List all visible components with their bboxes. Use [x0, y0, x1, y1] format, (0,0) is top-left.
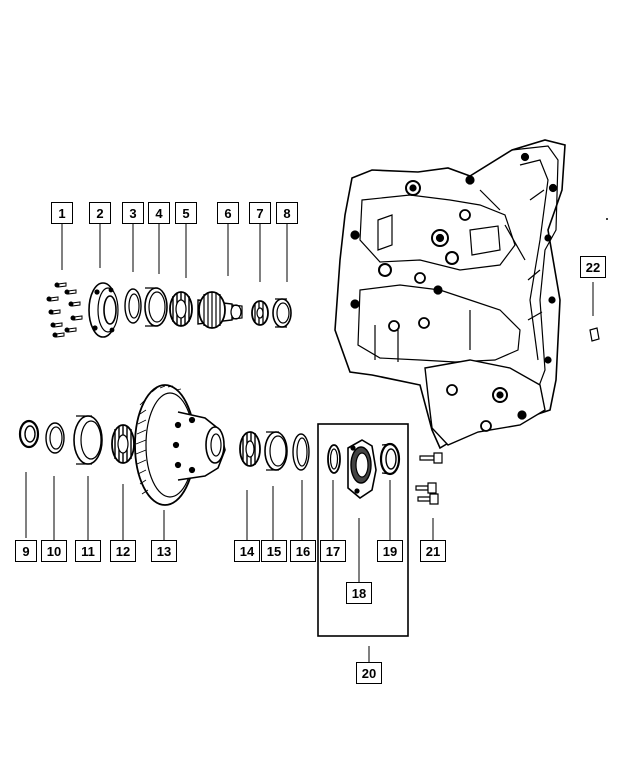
callout-12[interactable]: 12: [110, 540, 136, 562]
bearing-retainer-part-2: [88, 282, 119, 338]
seal-part-19: [379, 442, 401, 476]
bearing-cone-part-14: [239, 431, 261, 467]
extension-housing-part-18: [347, 439, 377, 499]
bearing-cup-part-8: [272, 298, 292, 328]
bolts-part-1: [46, 282, 83, 338]
callout-2[interactable]: 2: [89, 202, 111, 224]
plug-part-22: [589, 327, 600, 342]
callout-9[interactable]: 9: [15, 540, 37, 562]
bearing-cup-part-11: [73, 415, 103, 465]
bearing-cup-part-4: [144, 287, 168, 327]
callout-11[interactable]: 11: [75, 540, 101, 562]
callout-10[interactable]: 10: [41, 540, 67, 562]
leader-lines: [25, 222, 594, 662]
callout-8[interactable]: 8: [276, 202, 298, 224]
callout-6[interactable]: 6: [217, 202, 239, 224]
callout-4[interactable]: 4: [148, 202, 170, 224]
callout-7[interactable]: 7: [249, 202, 271, 224]
transfer-gear-shaft-part-6: [197, 291, 243, 329]
o-ring-part-17: [327, 444, 341, 474]
bearing-cup-part-15: [264, 431, 288, 471]
shim-part-10: [45, 422, 65, 454]
callout-15[interactable]: 15: [261, 540, 287, 562]
shim-part-16: [292, 433, 310, 471]
callout-21[interactable]: 21: [420, 540, 446, 562]
callout-17[interactable]: 17: [320, 540, 346, 562]
bearing-cone-part-12: [111, 424, 135, 464]
callout-3[interactable]: 3: [122, 202, 144, 224]
callout-19[interactable]: 19: [377, 540, 403, 562]
callout-18[interactable]: 18: [346, 582, 372, 604]
bearing-cone-part-7: [251, 300, 269, 326]
callout-5[interactable]: 5: [175, 202, 197, 224]
callout-16[interactable]: 16: [290, 540, 316, 562]
bearing-cone-part-5: [169, 291, 193, 327]
bolts-part-21: [415, 452, 443, 505]
callout-14[interactable]: 14: [234, 540, 260, 562]
shim-part-3: [124, 288, 142, 324]
seal-part-9: [18, 419, 40, 449]
callout-13[interactable]: 13: [151, 540, 177, 562]
kit-box-part-20: [317, 423, 409, 637]
callout-1[interactable]: 1: [51, 202, 73, 224]
differential-ring-gear-part-13: [134, 384, 226, 506]
transmission-housing: [334, 139, 608, 450]
callout-22[interactable]: 22: [580, 256, 606, 278]
callout-20[interactable]: 20: [356, 662, 382, 684]
